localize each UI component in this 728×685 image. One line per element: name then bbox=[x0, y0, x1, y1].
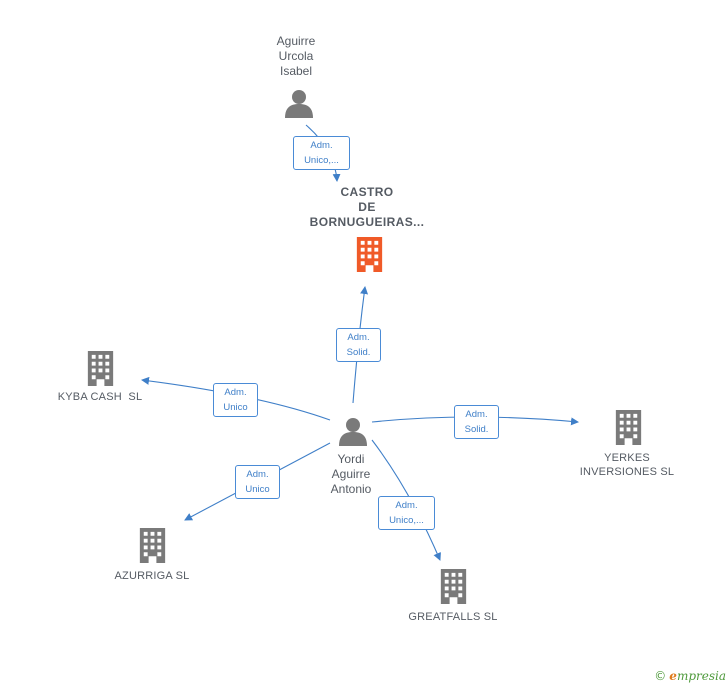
edge-label-line: Adm. bbox=[246, 469, 269, 480]
person-icon-yordi[interactable] bbox=[339, 418, 367, 446]
node-label-line: INVERSIONES SL bbox=[579, 466, 675, 478]
node-label-line: YERKES bbox=[604, 452, 650, 464]
edge-label-line: Adm. bbox=[395, 500, 418, 511]
edge-label-line: Unico,... bbox=[389, 515, 424, 526]
node-label-aguirre-isabel[interactable]: Aguirre Urcola Isabel bbox=[246, 34, 346, 79]
edge-label-yordi-greatfalls[interactable]: Adm. Unico,... bbox=[378, 496, 435, 530]
edge-label-line: Adm. bbox=[224, 387, 247, 398]
node-label-azurriga[interactable]: AZURRIGA SL bbox=[114, 570, 190, 582]
node-label-line: Aguirre bbox=[276, 34, 316, 48]
edge-label-line: Unico,... bbox=[304, 155, 339, 166]
building-icon-castro[interactable] bbox=[356, 237, 383, 272]
edge-label-line: Solid. bbox=[346, 347, 371, 358]
node-label-kyba[interactable]: KYBA CASH SL bbox=[57, 391, 143, 403]
node-label-greatfalls[interactable]: GREATFALLS SL bbox=[408, 611, 498, 623]
building-icon-kyba[interactable] bbox=[87, 351, 114, 386]
node-label-line: Aguirre bbox=[331, 467, 371, 481]
brand-name: mpresia bbox=[676, 669, 726, 683]
node-label-line: BORNUGUEIRAS... bbox=[309, 215, 425, 229]
brand-logo: ©empresia bbox=[654, 669, 726, 683]
edge-label-yordi-yerkes[interactable]: Adm. Solid. bbox=[454, 405, 499, 439]
edge-label-line: Unico bbox=[223, 402, 248, 413]
edge-yordi-greatfalls bbox=[371, 439, 441, 561]
person-icon-aguirre-isabel[interactable] bbox=[285, 90, 313, 118]
building-icon-yerkes[interactable] bbox=[615, 410, 642, 445]
node-label-line: Yordi bbox=[337, 452, 365, 466]
node-label-yordi[interactable]: Yordi Aguirre Antonio bbox=[301, 452, 401, 497]
edge-label-line: Adm. bbox=[347, 332, 370, 343]
node-label-line: Antonio bbox=[330, 482, 372, 496]
edge-label-line: Solid. bbox=[464, 424, 489, 435]
edge-label-yordi-castro[interactable]: Adm. Solid. bbox=[336, 328, 381, 362]
edge-label-line: Unico bbox=[245, 484, 270, 495]
node-label-yerkes[interactable]: YERKES INVERSIONES SL bbox=[568, 451, 686, 479]
copyright-icon: © bbox=[654, 669, 667, 683]
brand-initial: e bbox=[669, 669, 677, 683]
node-label-line: CASTRO bbox=[340, 185, 394, 199]
node-label-line: DE bbox=[358, 200, 376, 214]
edge-label-yordi-azurriga[interactable]: Adm. Unico bbox=[235, 465, 280, 499]
edge-label-yordi-kyba[interactable]: Adm. Unico bbox=[213, 383, 258, 417]
building-icon-greatfalls[interactable] bbox=[440, 569, 467, 604]
node-label-line: Isabel bbox=[279, 64, 313, 78]
building-icon-azurriga[interactable] bbox=[139, 528, 166, 563]
edge-label-line: Adm. bbox=[465, 409, 488, 420]
edge-label-isabel-castro[interactable]: Adm. Unico,... bbox=[293, 136, 350, 170]
edge-label-line: Adm. bbox=[310, 140, 333, 151]
node-label-line: Urcola bbox=[278, 49, 314, 63]
node-label-castro[interactable]: CASTRO DE BORNUGUEIRAS... bbox=[296, 185, 438, 230]
